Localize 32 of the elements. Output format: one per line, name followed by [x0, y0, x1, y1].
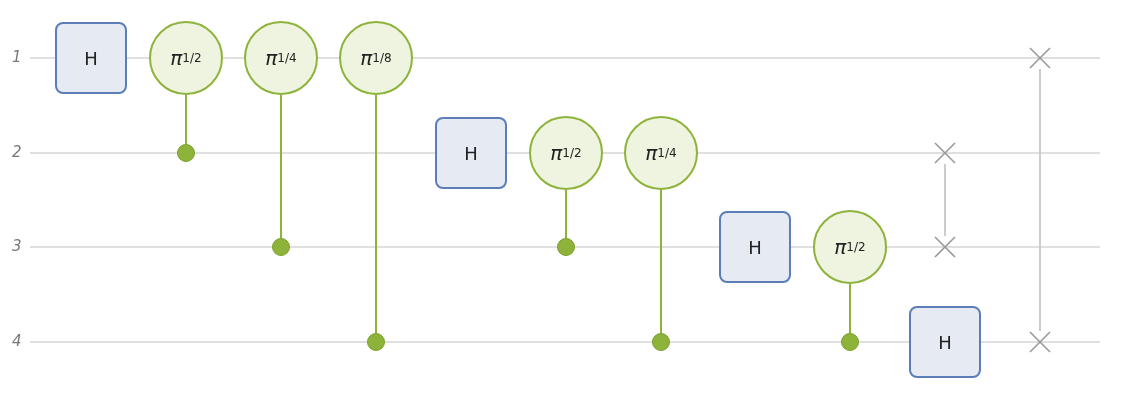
control-dot	[652, 333, 670, 351]
phase-gate: π$^{1/4}$	[624, 116, 698, 190]
control-line	[280, 94, 282, 239]
swap-cross	[1029, 47, 1051, 69]
swap-cross	[934, 142, 956, 164]
swap-cross	[1029, 331, 1051, 353]
phase-gate: π$^{1/2}$	[813, 210, 887, 284]
control-line	[375, 94, 377, 334]
control-line	[849, 283, 851, 334]
control-line	[185, 94, 187, 145]
control-dot	[367, 333, 385, 351]
phase-gate: π$^{1/2}$	[149, 21, 223, 95]
wire-number: 2	[12, 143, 22, 161]
swap-line	[1039, 68, 1041, 332]
wire-number: 1	[12, 48, 22, 66]
wire-number: 3	[12, 237, 22, 255]
hadamard-gate: H	[55, 22, 127, 94]
control-dot	[841, 333, 859, 351]
swap-cross	[934, 236, 956, 258]
hadamard-gate: H	[719, 211, 791, 283]
phase-gate: π$^{1/2}$	[529, 116, 603, 190]
control-dot	[557, 238, 575, 256]
phase-gate: π$^{1/8}$	[339, 21, 413, 95]
control-line	[565, 189, 567, 239]
wire-number: 4	[12, 332, 22, 350]
swap-line	[944, 163, 946, 237]
control-dot	[177, 144, 195, 162]
hadamard-gate: H	[435, 117, 507, 189]
hadamard-gate: H	[909, 306, 981, 378]
phase-gate: π$^{1/4}$	[244, 21, 318, 95]
control-dot	[272, 238, 290, 256]
control-line	[660, 189, 662, 334]
